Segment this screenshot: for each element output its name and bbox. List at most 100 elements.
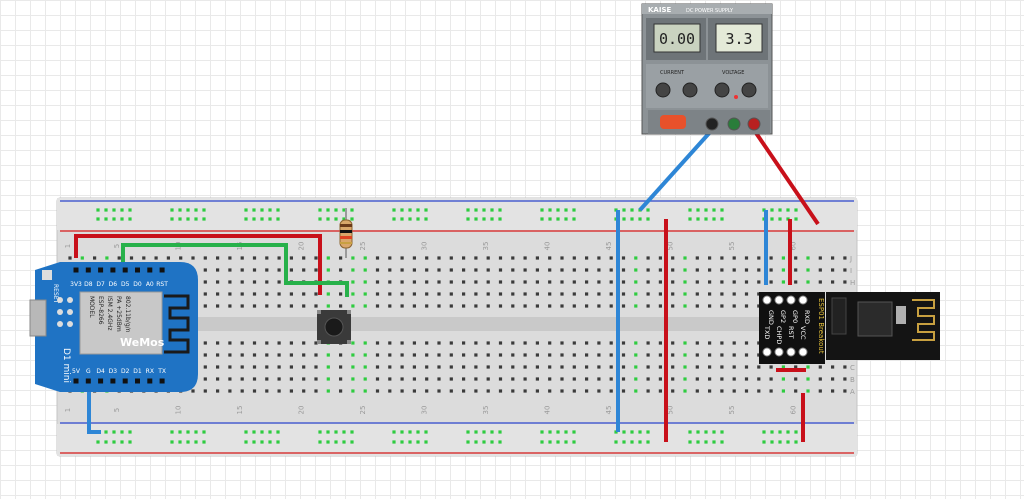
breadboard-hole[interactable] — [105, 256, 109, 260]
breadboard-hole[interactable] — [744, 365, 749, 369]
breadboard-hole[interactable] — [658, 280, 662, 284]
breadboard-hole[interactable] — [277, 256, 281, 260]
breadboard-hole[interactable] — [326, 292, 330, 296]
rail-hole[interactable] — [778, 440, 782, 444]
breadboard-hole[interactable] — [683, 341, 687, 345]
breadboard-hole[interactable] — [831, 389, 835, 393]
breadboard-hole[interactable] — [289, 256, 293, 260]
breadboard-hole[interactable] — [757, 268, 761, 272]
rail-hole[interactable] — [720, 208, 724, 212]
breadboard-hole[interactable] — [794, 365, 798, 369]
breadboard-hole[interactable] — [732, 389, 736, 393]
breadboard-hole[interactable] — [744, 292, 749, 296]
breadboard-hole[interactable] — [597, 304, 601, 308]
breadboard-hole[interactable] — [757, 353, 761, 357]
breadboard-hole[interactable] — [548, 389, 552, 393]
breadboard-hole[interactable] — [769, 389, 773, 393]
breadboard-hole[interactable] — [646, 365, 650, 369]
rail-hole[interactable] — [622, 440, 626, 444]
rail-hole[interactable] — [244, 217, 248, 221]
rail-hole[interactable] — [712, 208, 716, 212]
breadboard-hole[interactable] — [265, 353, 269, 357]
breadboard-hole[interactable] — [498, 341, 503, 345]
rail-hole[interactable] — [120, 430, 124, 434]
psu-knob-current-coarse-icon[interactable] — [655, 82, 671, 98]
breadboard-hole[interactable] — [585, 341, 589, 345]
breadboard-hole[interactable] — [683, 365, 687, 369]
rail-hole[interactable] — [638, 430, 642, 434]
breadboard-hole[interactable] — [425, 353, 429, 357]
breadboard-hole[interactable] — [621, 341, 626, 345]
breadboard-hole[interactable] — [425, 365, 429, 369]
breadboard-hole[interactable] — [548, 268, 552, 272]
breadboard-hole[interactable] — [277, 268, 281, 272]
breadboard-hole[interactable] — [609, 304, 613, 308]
breadboard-hole[interactable] — [769, 365, 773, 369]
breadboard-hole[interactable] — [757, 280, 761, 284]
breadboard-hole[interactable] — [425, 268, 429, 272]
rail-hole[interactable] — [194, 208, 198, 212]
breadboard-hole[interactable] — [277, 292, 281, 296]
push-button[interactable] — [317, 310, 351, 344]
breadboard-hole[interactable] — [265, 341, 269, 345]
rail-hole[interactable] — [688, 217, 692, 221]
breadboard-hole[interactable] — [757, 292, 761, 296]
rail-hole[interactable] — [794, 208, 798, 212]
breadboard-hole[interactable] — [535, 377, 539, 381]
esp01-pin[interactable] — [774, 347, 784, 357]
rail-hole[interactable] — [120, 440, 124, 444]
rail-hole[interactable] — [762, 430, 766, 434]
breadboard-hole[interactable] — [831, 377, 835, 381]
breadboard-hole[interactable] — [671, 256, 675, 260]
breadboard-hole[interactable] — [744, 280, 749, 284]
breadboard-hole[interactable] — [794, 280, 798, 284]
breadboard-hole[interactable] — [769, 377, 773, 381]
breadboard-hole[interactable] — [621, 292, 626, 296]
breadboard-hole[interactable] — [806, 280, 810, 284]
rail-hole[interactable] — [128, 440, 132, 444]
breadboard-hole[interactable] — [535, 341, 539, 345]
breadboard-hole[interactable] — [363, 353, 367, 357]
breadboard-hole[interactable] — [585, 365, 589, 369]
breadboard-hole[interactable] — [585, 292, 589, 296]
rail-hole[interactable] — [178, 430, 182, 434]
breadboard-hole[interactable] — [658, 365, 662, 369]
breadboard-hole[interactable] — [388, 268, 392, 272]
rail-hole[interactable] — [548, 217, 552, 221]
rail-hole[interactable] — [498, 208, 502, 212]
breadboard-hole[interactable] — [695, 365, 699, 369]
breadboard-hole[interactable] — [265, 268, 269, 272]
breadboard-hole[interactable] — [671, 365, 675, 369]
breadboard-hole[interactable] — [154, 256, 158, 260]
breadboard-hole[interactable] — [769, 280, 773, 284]
breadboard-hole[interactable] — [240, 353, 244, 357]
esp01-pin[interactable] — [798, 295, 808, 305]
breadboard-hole[interactable] — [252, 292, 257, 296]
breadboard-hole[interactable] — [597, 341, 601, 345]
rail-hole[interactable] — [334, 208, 338, 212]
breadboard-hole[interactable] — [671, 268, 675, 272]
breadboard-hole[interactable] — [314, 389, 318, 393]
psu-knob-voltage-coarse-icon[interactable] — [714, 82, 730, 98]
power-supply[interactable]: KAISE DC POWER SUPPLY 0.00 3.3 CURRENT V… — [641, 3, 773, 135]
rail-hole[interactable] — [762, 440, 766, 444]
rail-hole[interactable] — [630, 440, 634, 444]
breadboard-hole[interactable] — [806, 268, 810, 272]
breadboard-hole[interactable] — [511, 304, 515, 308]
rail-hole[interactable] — [720, 440, 724, 444]
breadboard-hole[interactable] — [683, 304, 687, 308]
breadboard-hole[interactable] — [240, 304, 244, 308]
breadboard-hole[interactable] — [203, 365, 207, 369]
breadboard-hole[interactable] — [166, 256, 170, 260]
breadboard-hole[interactable] — [634, 389, 638, 393]
breadboard-hole[interactable] — [560, 389, 564, 393]
breadboard-hole[interactable] — [572, 256, 576, 260]
rail-hole[interactable] — [786, 430, 790, 434]
breadboard-hole[interactable] — [560, 256, 564, 260]
breadboard-hole[interactable] — [400, 304, 404, 308]
breadboard-hole[interactable] — [781, 256, 785, 260]
breadboard-hole[interactable] — [621, 280, 626, 284]
breadboard-hole[interactable] — [560, 353, 564, 357]
rail-hole[interactable] — [342, 440, 346, 444]
breadboard-hole[interactable] — [314, 365, 318, 369]
